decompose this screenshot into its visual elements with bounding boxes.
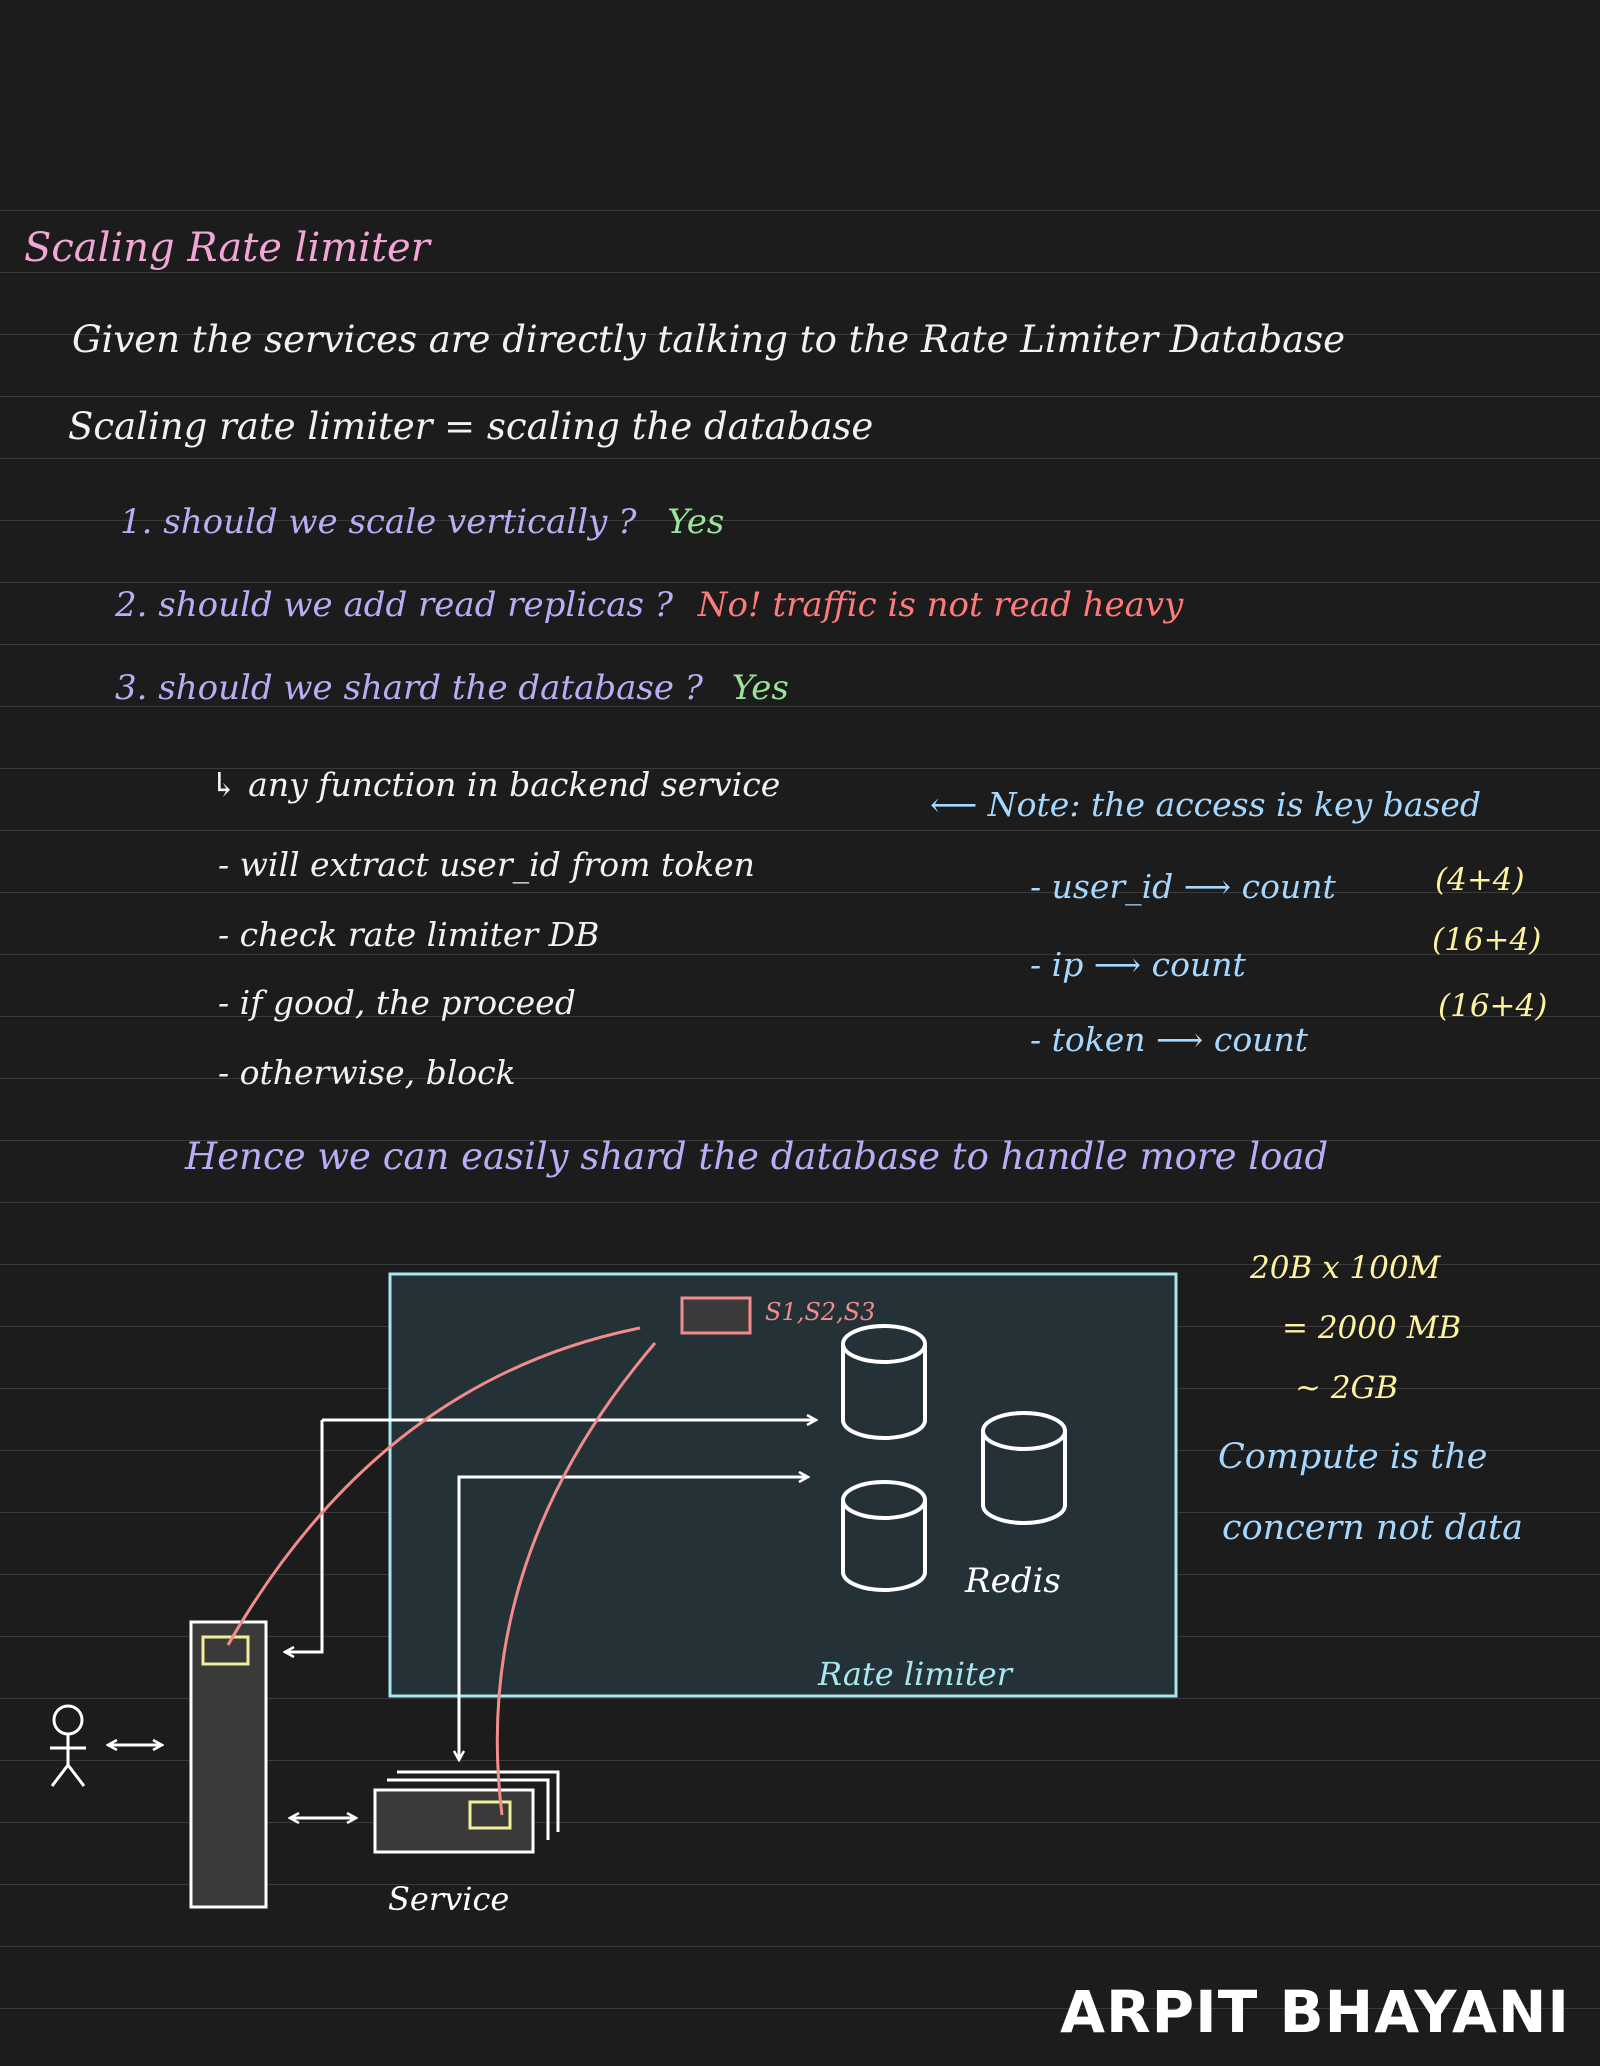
question-2-text: 2. should we add read replicas ? [115,585,673,625]
ruled-line [0,706,1600,707]
ruled-line [0,1264,1600,1265]
step-2: - check rate limiter DB [218,915,600,954]
ruled-line [0,954,1600,955]
intro-line-1: Given the services are directly talking … [72,318,1346,361]
conclusion: Hence we can easily shard the database t… [185,1135,1329,1178]
ruled-line [0,1946,1600,1947]
ruled-line [0,334,1600,335]
estimate-line-1: 20B x 100M [1250,1250,1441,1286]
redis-label: Redis [964,1561,1061,1601]
page-title: Scaling Rate limiter [24,225,430,271]
note-key-user-id: - user_id ⟶ count [1030,867,1336,906]
question-2: 2. should we add read replicas ? No! tra… [115,585,1183,625]
shard-route-from-service [495,1342,657,1816]
estimate-comment-2: concern not data [1222,1508,1523,1548]
ruled-line [0,1202,1600,1203]
backend-server [189,1620,268,1909]
estimate-comment-1: Compute is the [1218,1437,1488,1477]
ruled-line [0,1884,1600,1885]
ruled-line [0,644,1600,645]
question-2-answer: No! traffic is not read heavy [697,585,1184,625]
database-cylinder-redis [981,1411,1067,1525]
ruled-line [0,1078,1600,1079]
database-cylinder-1 [841,1324,927,1440]
note-key-token: - token ⟶ count [1030,1020,1308,1059]
note-size-ip: (16+4) [1432,922,1542,958]
question-3-answer: Yes [731,668,789,708]
note-key-ip: - ip ⟶ count [1030,945,1246,984]
service-label: Service [388,1880,509,1918]
shard-key-label: S1,S2,S3 [765,1298,875,1326]
step-4: - otherwise, block [218,1053,516,1092]
step-1: - will extract user_id from token [218,845,755,884]
note-heading: ⟵ Note: the access is key based [930,785,1482,824]
ruled-line [0,272,1600,273]
ruled-line [0,830,1600,831]
question-1: 1. should we scale vertically ? Yes [120,502,724,542]
note-size-token: (16+4) [1438,988,1548,1024]
rate-limiter-label: Rate limiter [817,1655,1014,1693]
ruled-line [0,458,1600,459]
backend-to-db-arrow [285,1420,324,1652]
question-1-answer: Yes [667,502,725,542]
ruled-line [0,1016,1600,1017]
estimate-line-3: ~ 2GB [1295,1370,1399,1406]
note-size-user-id: (4+4) [1435,862,1525,898]
ruled-line [0,520,1600,521]
ruled-line [0,396,1600,397]
service-stack [373,1770,560,1854]
step-3: - if good, the proceed [218,983,576,1022]
question-1-text: 1. should we scale vertically ? [120,502,637,542]
service-to-db-arrow [459,1477,808,1760]
shard-key-box [680,1296,752,1335]
ruled-line [0,768,1600,769]
author-brand: ARPIT BHAYANI [1060,1978,1570,2046]
user-icon [50,1704,86,1787]
ruled-line [0,892,1600,893]
ruled-line [0,1140,1600,1141]
ruled-line [0,1822,1600,1823]
ruled-line [0,210,1600,211]
backend-rate-limit-check [201,1635,250,1666]
ruled-line [0,2008,1600,2009]
step-0: ↳ any function in backend service [210,765,781,804]
service-rate-limit-check [468,1800,512,1830]
database-cylinder-2 [841,1480,927,1592]
intro-line-2: Scaling rate limiter = scaling the datab… [68,405,874,448]
question-3-text: 3. should we shard the database ? [115,668,703,708]
estimate-line-2: = 2000 MB [1282,1310,1462,1346]
ruled-line [0,582,1600,583]
question-3: 3. should we shard the database ? Yes [115,668,789,708]
shard-route-from-backend [226,1326,641,1646]
